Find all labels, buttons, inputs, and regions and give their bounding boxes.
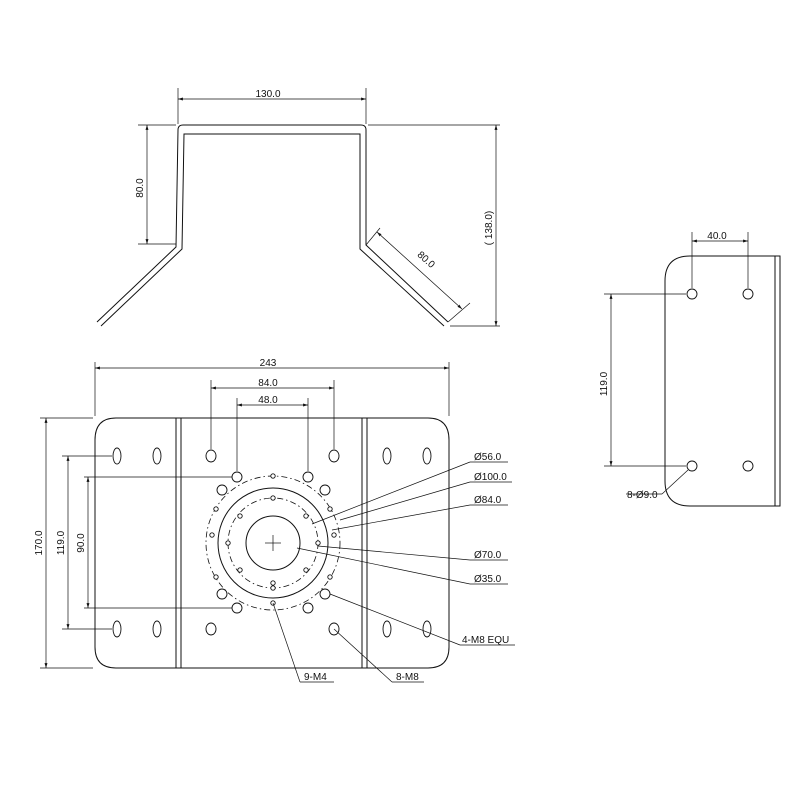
dim-label-40: 40.0 <box>707 231 727 242</box>
dim-label-130: 130.0 <box>255 89 280 100</box>
center-circles <box>205 473 341 611</box>
callout-8-m8: 8-M8 <box>396 672 419 683</box>
dim-label-90: 90.0 <box>76 533 87 553</box>
bracket-profile-inner <box>100 133 445 327</box>
dim-line-80-arm <box>376 231 463 310</box>
callout-d35: Ø35.0 <box>474 574 502 585</box>
bracket-profile-outer <box>96 124 449 323</box>
m8-holes <box>205 449 340 636</box>
callout-d70: Ø70.0 <box>474 550 502 561</box>
top-view: 130.0 80.0 80.0 ( 138.0) <box>96 88 500 327</box>
callout-8-d9: 8-Ø9.0 <box>627 490 658 501</box>
callout-9-m4: 9-M4 <box>304 672 327 683</box>
dim-label-243: 243 <box>260 358 277 369</box>
side-plate-outline <box>664 255 781 507</box>
dim-label-119-side: 119.0 <box>599 371 610 396</box>
front-view: 243 84.0 48.0 170.0 119.0 90.0 <box>34 358 515 683</box>
callout-4-m8-equ: 4-M8 EQU <box>462 635 509 646</box>
callout-d84: Ø84.0 <box>474 495 502 506</box>
dim-label-170: 170.0 <box>34 530 45 555</box>
dim-label-48: 48.0 <box>258 395 278 406</box>
callout-leaders <box>272 461 515 683</box>
dim-label-80-arm: 80.0 <box>415 250 437 271</box>
dim-label-119: 119.0 <box>56 530 67 555</box>
dim-label-84: 84.0 <box>258 378 278 389</box>
dim-label-138: ( 138.0) <box>484 211 495 245</box>
callout-d56: Ø56.0 <box>474 452 502 463</box>
side-view: 40.0 119.0 8-Ø9.0 <box>599 231 781 507</box>
slotted-holes <box>112 447 432 638</box>
plate-outline <box>94 417 450 669</box>
dim-label-80-vertical: 80.0 <box>135 178 146 198</box>
callout-d100: Ø100.0 <box>474 472 507 483</box>
